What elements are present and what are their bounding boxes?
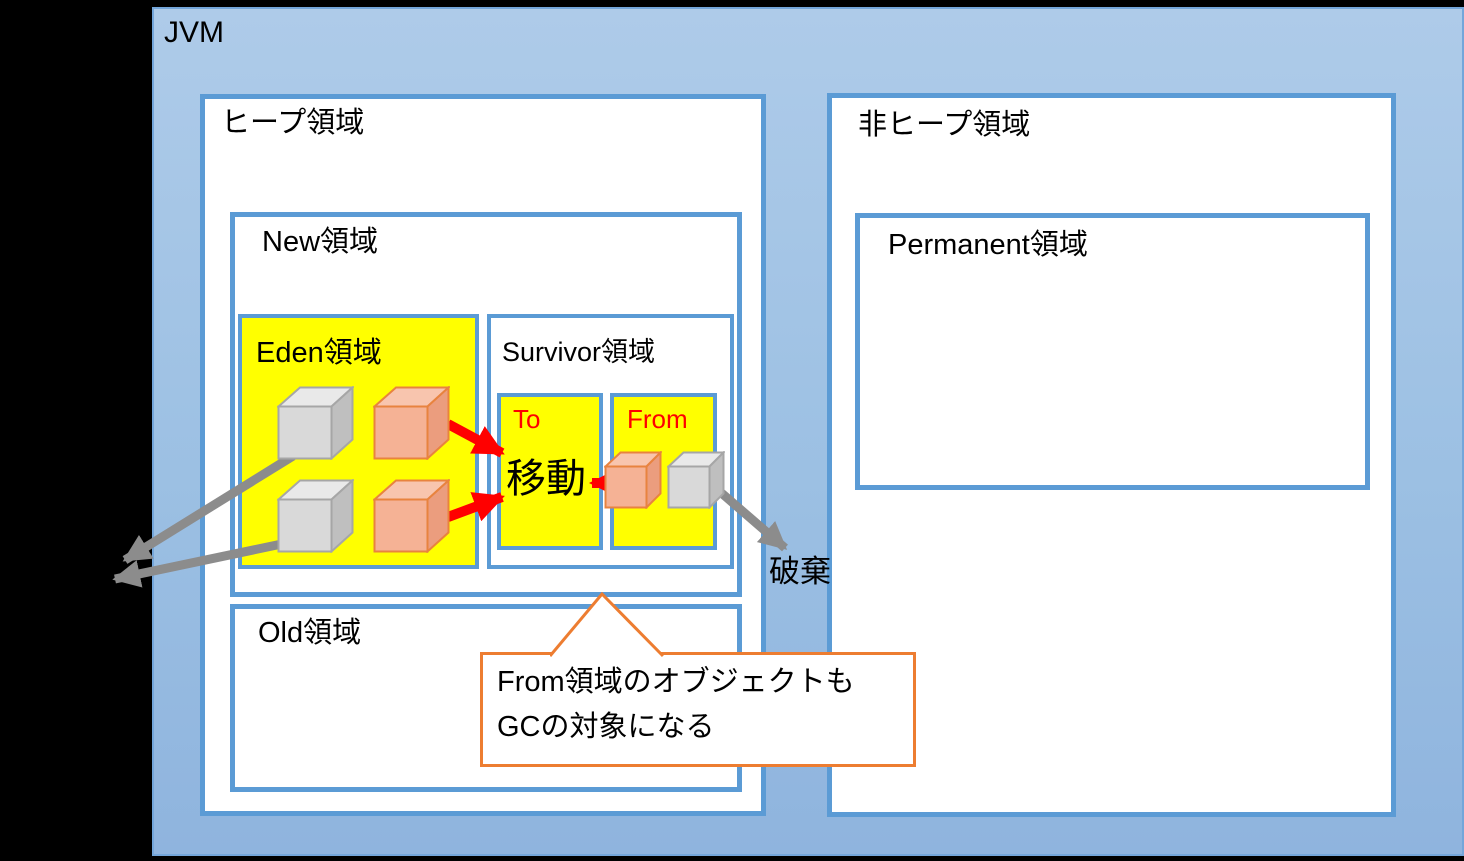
callout-line-2: GCの対象になる	[497, 711, 715, 743]
from-cube-gray	[667, 451, 725, 509]
callout-box	[480, 652, 916, 767]
new-region-label: New領域	[262, 226, 379, 258]
eden-region-label: Eden領域	[256, 337, 382, 369]
discard-annotation-label: 破棄	[769, 554, 831, 589]
survivor-region-label: Survivor領域	[502, 337, 656, 367]
to-space-label: To	[513, 404, 541, 434]
from-space-label: From	[627, 404, 688, 434]
callout-line-1: From領域のオブジェクトも	[497, 666, 855, 698]
eden-cube-orange-1	[373, 386, 450, 460]
nonheap-region-label: 非ヒープ領域	[858, 109, 1031, 141]
jvm-label: JVM	[164, 16, 224, 49]
permanent-region-label: Permanent領域	[888, 229, 1088, 261]
eden-cube-gray-2	[277, 479, 354, 553]
eden-cube-orange-2	[373, 479, 450, 553]
move-annotation-label: 移動	[506, 457, 586, 501]
old-region-label: Old領域	[258, 617, 362, 649]
callout-text: From領域のオブジェクトも GCの対象になる	[497, 660, 855, 750]
permanent-region-box	[855, 213, 1370, 490]
heap-region-label: ヒープ領域	[221, 107, 365, 139]
from-cube-orange	[604, 451, 662, 509]
eden-cube-gray-1	[277, 386, 354, 460]
